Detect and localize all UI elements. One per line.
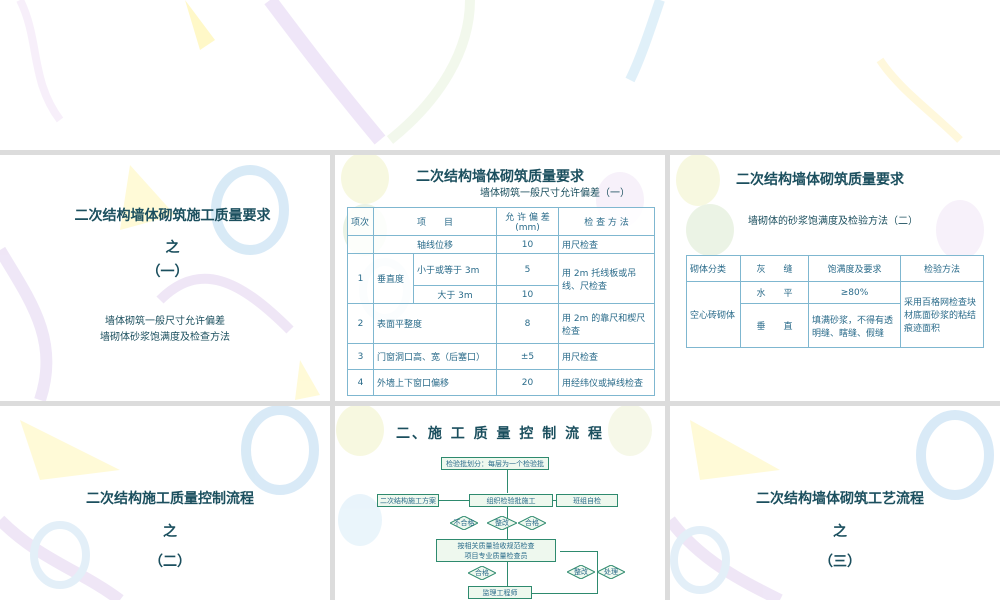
th-check: 检验方法 (900, 255, 984, 282)
table-row: 2 表面平整度 8 用 2m 的靠尺和楔尺检查 (347, 303, 655, 344)
slide-1-line1: 墙体砌筑一般尺寸允许偏差 (105, 316, 225, 327)
slide-1-title: 二次结构墙体砌筑施工质量要求 (74, 208, 271, 224)
flow-line (437, 500, 469, 501)
slide-3[interactable]: 二次结构墙体砌筑质量要求 墙砌体的砂浆饱满度及检验方法（二） 砌体分类 灰 缝 … (670, 155, 1000, 401)
slide-5[interactable]: 二、施 工 质 量 控 制 流 程 检验批划分：每层为一个检验批 二次结构施工方… (335, 406, 665, 600)
slide-5-title: 二、施 工 质 量 控 制 流 程 (395, 426, 605, 442)
flow-line (507, 469, 508, 493)
flow-org-box: 组织检验批施工 (469, 494, 553, 507)
slide-4[interactable]: 二次结构施工质量控制流程 之 （二） (0, 406, 330, 600)
th-requirement: 饱满度及要求 (808, 255, 901, 282)
table-row: 轴线位移 10 用尺检查 (347, 235, 655, 254)
flow-diamond-fail: 不合格 (450, 516, 478, 530)
slide-6-num: （三） (819, 554, 861, 570)
slide-2-title: 二次结构墙体砌筑质量要求 (416, 169, 584, 185)
flow-diamond-handle: 处理 (597, 565, 625, 579)
deviation-table: 项次 项 目 允 许 偏 差 (mm) 检 查 方 法 轴线位移 10 用尺检查… (347, 207, 655, 396)
th-category: 砌体分类 (686, 255, 741, 282)
divider-right (665, 150, 670, 600)
slide-1-zhi: 之 (165, 240, 180, 256)
flow-diamond-fix: 整改 (487, 516, 517, 530)
table-row: 1 垂直度 小于或等于 3m 5 用 2m 托线板或吊线、尺检查 (347, 253, 655, 304)
table-row: 大于 3m 10 (348, 285, 655, 304)
flow-line (507, 562, 508, 586)
slide-6-zhi: 之 (833, 524, 847, 540)
flow-diamond-ok: 合格 (468, 566, 496, 580)
flow-diamond-fix2: 整改 (567, 565, 595, 579)
flow-supervisor-box: 监理工程师 (468, 586, 532, 599)
mortar-table: 砌体分类 灰 缝 饱满度及要求 检验方法 空心砖砌体 水 平 ≥80% 采用百格… (686, 255, 984, 348)
flow-batch-box: 检验批划分：每层为一个检验批 (441, 457, 549, 470)
slide-4-num: （二） (149, 554, 191, 570)
flow-team-box: 班组自检 (556, 494, 618, 507)
table-row: 空心砖砌体 水 平 ≥80% 采用百格网检查块材底面砂浆的粘结痕迹面积 (686, 281, 984, 348)
th-item: 项 目 (373, 207, 497, 236)
slide-2-subtitle: 墙体砌筑一般尺寸允许偏差（一） (480, 188, 630, 199)
slide-1-line2: 墙砌体砂浆饱满度及检查方法 (100, 332, 230, 343)
divider-left (330, 150, 335, 600)
flow-line (507, 593, 598, 594)
th-method: 检 查 方 法 (558, 207, 655, 236)
table-row: 3 门窗洞口高、宽（后塞口） ±5 用尺检查 (347, 343, 655, 370)
flow-check-box: 按相关质量验收规范检查 项目专业质量检查员 (436, 539, 556, 562)
slide-2[interactable]: 二次结构墙体砌筑质量要求 墙体砌筑一般尺寸允许偏差（一） 项次 项 目 允 许 … (335, 155, 665, 401)
slide-1-num: （一） (146, 264, 189, 280)
table-row: 4 外墙上下窗口偏移 20 用经纬仪或掉线检查 (347, 369, 655, 396)
slide-1[interactable]: 二次结构墙体砌筑施工质量要求 之 （一） 墙体砌筑一般尺寸允许偏差 墙砌体砂浆饱… (0, 155, 330, 401)
table-row: 垂 直 填满砂浆，不得有透明缝、瞎缝、假缝 (687, 303, 984, 348)
th-no: 项次 (347, 207, 374, 236)
slide-3-subtitle: 墙砌体的砂浆饱满度及检验方法（二） (748, 216, 918, 227)
divider-middle (0, 401, 1000, 406)
slide-4-zhi: 之 (163, 524, 177, 540)
slide-6[interactable]: 二次结构墙体砌筑工艺流程 之 （三） (670, 406, 1000, 600)
divider-top (0, 150, 1000, 155)
th-dev: 允 许 偏 差 (mm) (496, 207, 559, 236)
slide-4-title: 二次结构施工质量控制流程 (86, 491, 254, 507)
flow-diamond-pass: 合格 (518, 516, 546, 530)
slide-6-title: 二次结构墙体砌筑工艺流程 (756, 491, 924, 507)
th-joint: 灰 缝 (740, 255, 809, 282)
flow-line (560, 551, 597, 552)
flow-plan-box: 二次结构施工方案 (377, 494, 439, 507)
slide-3-title: 二次结构墙体砌筑质量要求 (736, 172, 904, 188)
